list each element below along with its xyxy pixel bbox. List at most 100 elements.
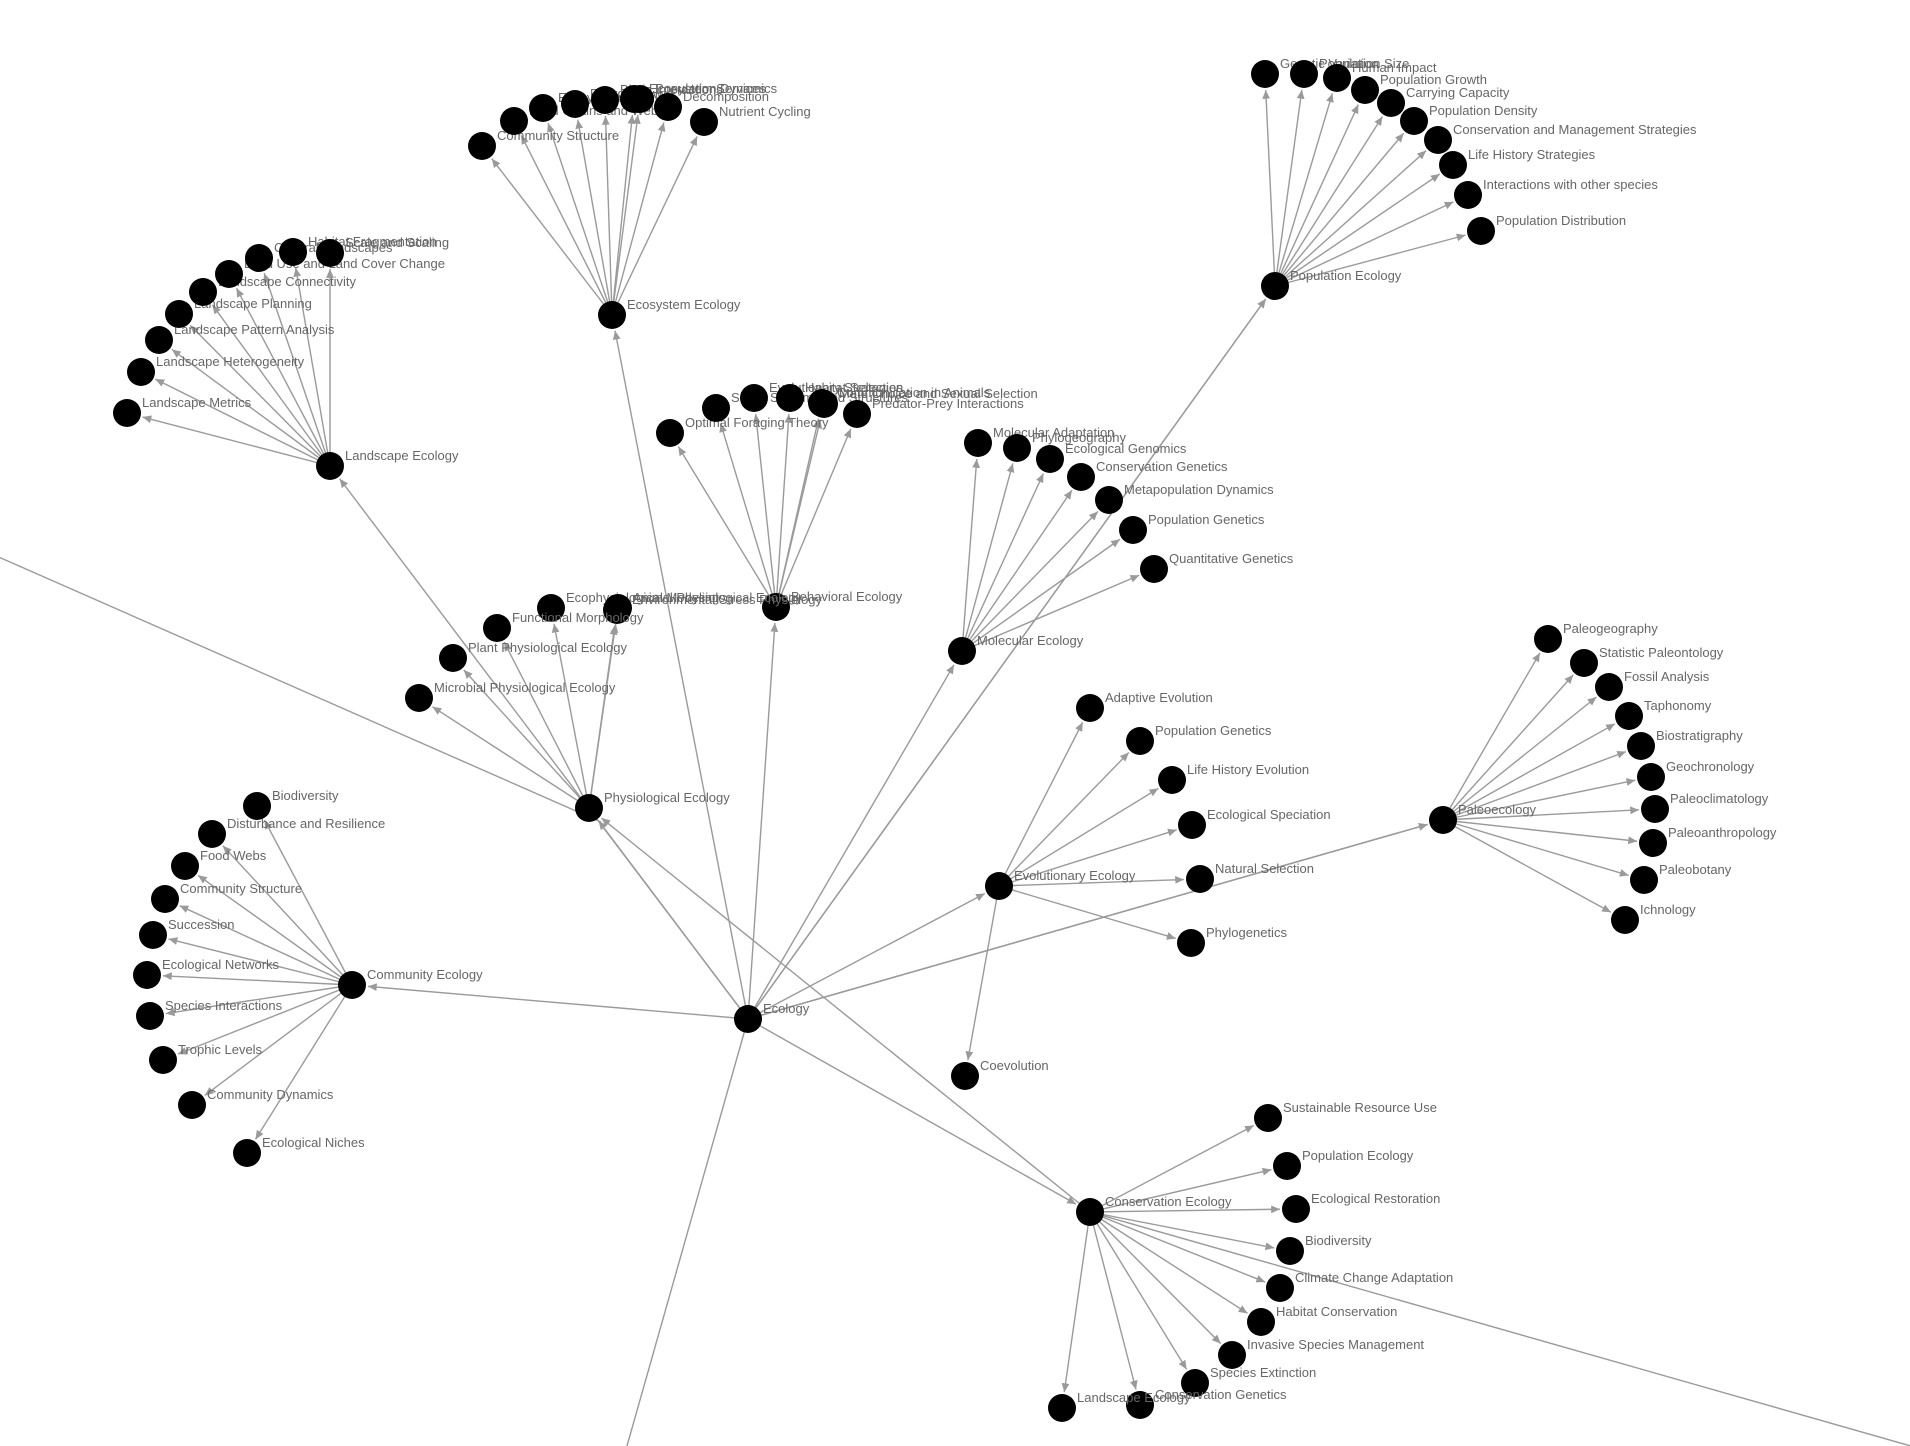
node-circle[interactable]: [149, 1046, 177, 1074]
node-circle[interactable]: [1158, 766, 1186, 794]
node-leaf[interactable]: Biostratigraphy: [1627, 728, 1743, 760]
node-leaf[interactable]: Statistic Paleontology: [1570, 645, 1724, 677]
node-leaf[interactable]: Phylogeography: [1003, 430, 1126, 462]
node-leaf[interactable]: Ecological Restoration: [1282, 1191, 1440, 1223]
node-leaf[interactable]: Metapopulation Dynamics: [1095, 482, 1274, 514]
node-circle[interactable]: [537, 594, 565, 622]
node-leaf[interactable]: Population Distribution: [1467, 213, 1626, 245]
node-leaf[interactable]: Population Genetics: [1126, 723, 1272, 755]
node-circle[interactable]: [1570, 649, 1598, 677]
node-circle[interactable]: [245, 244, 273, 272]
node-leaf[interactable]: Optimal Foraging Theory: [656, 415, 829, 447]
node-leaf[interactable]: Climate Change Adaptation: [1266, 1270, 1453, 1302]
node-circle[interactable]: [316, 452, 344, 480]
node-circle[interactable]: [1467, 217, 1495, 245]
node-circle[interactable]: [1048, 1394, 1076, 1422]
node-leaf[interactable]: Decomposition: [654, 89, 769, 121]
node-circle[interactable]: [1637, 763, 1665, 791]
node-hub-n9[interactable]: Community Ecology: [338, 967, 483, 999]
node-circle[interactable]: [702, 394, 730, 422]
node-circle[interactable]: [603, 596, 631, 624]
node-hub-n5[interactable]: Molecular Ecology: [948, 633, 1084, 665]
node-circle[interactable]: [113, 399, 141, 427]
node-circle[interactable]: [1076, 694, 1104, 722]
node-leaf[interactable]: Ecological Genomics: [1036, 441, 1187, 473]
node-hub-n4[interactable]: Behavioral Ecology: [762, 589, 903, 621]
node-leaf[interactable]: Invasive Species Management: [1218, 1337, 1424, 1369]
node-circle[interactable]: [1251, 60, 1279, 88]
node-leaf[interactable]: Conservation Genetics: [1067, 459, 1228, 491]
node-circle[interactable]: [776, 384, 804, 412]
node-leaf[interactable]: Population Ecology: [1273, 1148, 1414, 1180]
node-leaf[interactable]: Ecological Niches: [233, 1135, 365, 1167]
node-circle[interactable]: [171, 852, 199, 880]
node-circle[interactable]: [136, 1002, 164, 1030]
node-circle[interactable]: [215, 260, 243, 288]
node-leaf[interactable]: Habitat Conservation: [1247, 1304, 1397, 1336]
node-circle[interactable]: [1178, 811, 1206, 839]
node-circle[interactable]: [1119, 516, 1147, 544]
node-leaf[interactable]: Ichnology: [1611, 902, 1696, 934]
node-circle[interactable]: [316, 239, 344, 267]
node-circle[interactable]: [1177, 929, 1205, 957]
node-leaf[interactable]: Population Growth: [1351, 72, 1487, 104]
node-leaf[interactable]: Food Webs: [171, 848, 267, 880]
node-circle[interactable]: [561, 90, 589, 118]
node-leaf[interactable]: Paleobotany: [1630, 862, 1732, 894]
node-leaf[interactable]: Predator-Prey Interactions: [843, 396, 1024, 428]
node-leaf[interactable]: Species Interactions: [136, 998, 283, 1030]
node-circle[interactable]: [1641, 795, 1669, 823]
node-leaf[interactable]: Interactions with other species: [1454, 177, 1658, 209]
node-leaf[interactable]: Environmental Stress Physiology: [603, 592, 823, 624]
node-leaf[interactable]: Paleoanthropology: [1639, 825, 1777, 857]
node-circle[interactable]: [1003, 434, 1031, 462]
node-circle[interactable]: [1076, 1198, 1104, 1226]
node-circle[interactable]: [948, 637, 976, 665]
node-circle[interactable]: [243, 792, 271, 820]
node-circle[interactable]: [1126, 1391, 1154, 1419]
node-leaf[interactable]: Carrying Capacity: [1377, 85, 1510, 117]
node-circle[interactable]: [1261, 272, 1289, 300]
node-leaf[interactable]: Species Extinction: [1181, 1365, 1316, 1397]
node-leaf[interactable]: Paleoclimatology: [1641, 791, 1769, 823]
node-circle[interactable]: [500, 107, 528, 135]
node-circle[interactable]: [1186, 865, 1214, 893]
node-hub-n7[interactable]: Paleoecology: [1429, 802, 1537, 834]
node-leaf[interactable]: Phylogenetics: [1177, 925, 1287, 957]
node-circle[interactable]: [1282, 1195, 1310, 1223]
node-circle[interactable]: [575, 794, 603, 822]
node-leaf[interactable]: Plant Physiological Ecology: [439, 640, 627, 672]
node-leaf[interactable]: Nutrient Cycling: [690, 104, 811, 136]
node-circle[interactable]: [1140, 555, 1168, 583]
node-circle[interactable]: [591, 86, 619, 114]
node-leaf[interactable]: Ecophysiological Modeling: [537, 590, 719, 622]
node-circle[interactable]: [439, 644, 467, 672]
node-hub-n1[interactable]: Ecosystem Ecology: [598, 297, 741, 329]
node-leaf[interactable]: Conservation Genetics: [1126, 1387, 1287, 1419]
node-circle[interactable]: [740, 384, 768, 412]
node-circle[interactable]: [734, 1005, 762, 1033]
node-circle[interactable]: [1276, 1237, 1304, 1265]
node-circle[interactable]: [1254, 1104, 1282, 1132]
node-circle[interactable]: [1439, 151, 1467, 179]
node-leaf[interactable]: Adaptive Evolution: [1076, 690, 1213, 722]
node-leaf[interactable]: Human Impact: [1323, 60, 1437, 92]
node-leaf[interactable]: Mate Choice and Sexual Selection: [810, 386, 1038, 418]
node-leaf[interactable]: Microbial Physiological Ecology: [405, 680, 616, 712]
node-leaf[interactable]: Geochronology: [1637, 759, 1755, 791]
node-leaf[interactable]: Coevolution: [951, 1058, 1049, 1090]
node-circle[interactable]: [127, 358, 155, 386]
node-circle[interactable]: [338, 971, 366, 999]
node-leaf[interactable]: Ecological Speciation: [1178, 807, 1331, 839]
node-circle[interactable]: [1639, 829, 1667, 857]
node-circle[interactable]: [145, 326, 173, 354]
node-leaf[interactable]: Paleogeography: [1534, 621, 1658, 653]
node-circle[interactable]: [1615, 702, 1643, 730]
node-circle[interactable]: [810, 390, 838, 418]
node-circle[interactable]: [762, 593, 790, 621]
node-hub-n3[interactable]: Landscape Ecology: [316, 448, 459, 480]
node-leaf[interactable]: Life History Strategies: [1439, 147, 1596, 179]
node-circle[interactable]: [468, 132, 496, 160]
node-circle[interactable]: [1534, 625, 1562, 653]
node-leaf[interactable]: Biodiversity: [1276, 1233, 1372, 1265]
